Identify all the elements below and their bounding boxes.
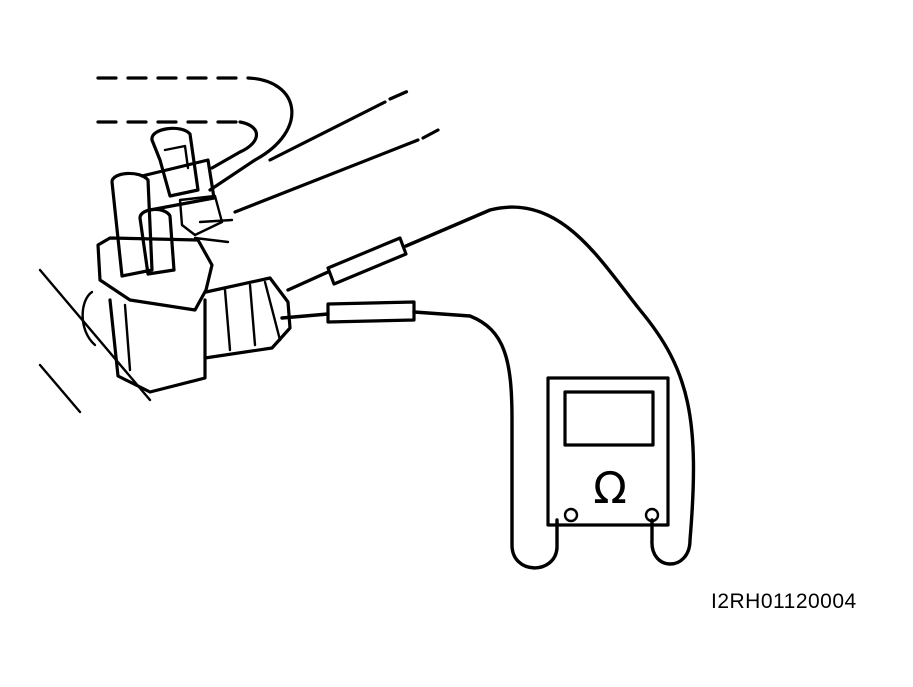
vacuum-switching-valve <box>96 158 234 394</box>
test-lead-lower <box>280 300 559 570</box>
test-lead-upper <box>286 205 696 566</box>
meter-terminal-left <box>563 507 579 523</box>
meter-terminal-right <box>644 507 660 523</box>
hose-clamp <box>150 126 200 198</box>
engine-block-edge <box>38 268 152 414</box>
vacuum-pipes <box>233 86 440 214</box>
ohmmeter: Ω <box>546 376 670 527</box>
ohm-symbol: Ω <box>593 463 627 514</box>
figure-code: I2RH01120004 <box>711 590 857 613</box>
meter-display <box>563 390 655 447</box>
vacuum-hose-upper <box>96 76 294 192</box>
valve-connector <box>203 276 292 360</box>
